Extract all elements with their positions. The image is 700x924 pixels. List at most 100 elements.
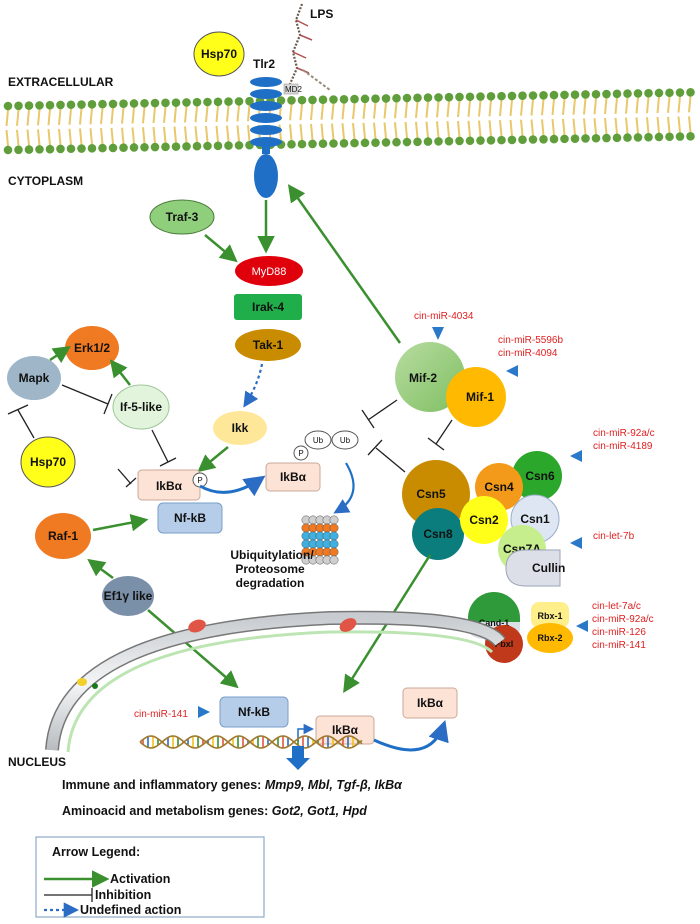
lipid-head (665, 132, 674, 142)
nuclear-pore-2 (339, 618, 357, 632)
mirna-nfkb-1: cin-miR-141 (134, 709, 188, 720)
lipid-head (623, 133, 632, 142)
traf3-node[interactable] (149, 199, 215, 235)
mapk-node[interactable] (7, 356, 61, 400)
lipid-head (161, 142, 170, 152)
lipid-tail (194, 106, 198, 143)
hsp70-inhibits-ikba (117, 468, 137, 488)
lipid-tail (541, 99, 545, 136)
lipid-tail (142, 107, 146, 144)
lipid-head (140, 142, 149, 152)
cullin-node[interactable] (505, 549, 561, 587)
lipid-head (318, 95, 328, 104)
lipid-head (245, 96, 254, 106)
hsp70-cytoplasm-label: Hsp70 (30, 455, 66, 469)
mif1-node[interactable] (446, 367, 506, 427)
lipid-tail (509, 99, 513, 137)
lipid-head (297, 139, 307, 149)
tak1-node[interactable] (235, 329, 301, 361)
raf1-to-nfkb-arrow (92, 514, 149, 532)
lipid-head (24, 101, 34, 110)
ikk-node[interactable] (213, 411, 267, 445)
lipid-head (675, 132, 685, 141)
tlr2-receptor[interactable] (250, 77, 282, 198)
lipid-tail (646, 97, 650, 134)
raf1-node[interactable] (35, 513, 91, 559)
legend-title: Arrow Legend: (52, 845, 140, 859)
lipid-head (392, 93, 401, 103)
lipid-tail (583, 98, 587, 135)
extracellular-label: EXTRACELLULAR (8, 75, 114, 89)
lipid-head (612, 133, 622, 143)
if5-node[interactable] (112, 384, 170, 430)
lipid-head (108, 99, 118, 109)
ef1y-node[interactable] (102, 576, 154, 616)
proteasome-subunit (329, 547, 339, 557)
lipid-head (560, 134, 569, 144)
ef1y-label: Ef1γ like (104, 589, 153, 603)
lipid-tail (457, 100, 461, 138)
ubiquitin-1-label: Ub (313, 436, 324, 445)
lipid-head (654, 132, 664, 142)
lipid-head (644, 132, 653, 142)
erk-node[interactable] (65, 326, 119, 370)
ikba-phospho-node[interactable] (265, 462, 321, 492)
lipid-head (66, 100, 76, 110)
lipid-tail (572, 98, 576, 135)
lipid-head (3, 101, 13, 111)
erk-label: Erk1/2 (74, 341, 110, 355)
ikk-label: Ikk (232, 421, 249, 435)
nfkb-nucleus-label: Nf-kB (238, 705, 270, 719)
lipid-head (528, 135, 538, 144)
immune-genes-label: Immune and inflammatory genes: (62, 778, 265, 792)
mif2-to-tlr2-arrow (287, 184, 402, 344)
lipid-tail (520, 99, 524, 136)
ikba-cytoplasm-label: IkBα (156, 479, 183, 493)
mirna-csn6-2: cin-miR-4189 (593, 441, 653, 452)
lipid-head (56, 144, 65, 154)
nfkb-nucleus-node[interactable] (219, 696, 289, 728)
lipid-tail (215, 105, 219, 142)
csn6-node[interactable] (512, 451, 562, 501)
ikba-exported-node[interactable] (402, 687, 458, 719)
mif-inhibits-csn (427, 419, 453, 451)
mirna-marker-nfkb (198, 706, 210, 718)
rbx1-node[interactable] (531, 602, 569, 628)
lipid-head (570, 134, 580, 143)
myd88-node[interactable] (235, 256, 303, 286)
lipid-head (77, 144, 86, 153)
csn5-node[interactable] (402, 460, 470, 528)
hsp70-inhibits-mapk (7, 404, 35, 439)
hsp70-extracellular-node[interactable] (193, 31, 245, 77)
proteasome-subunit (329, 539, 339, 549)
lipid-head (192, 97, 202, 107)
lipid-head (203, 97, 212, 107)
lipid-head (119, 99, 128, 108)
csn5-label: Csn5 (416, 487, 446, 501)
csn2-node[interactable] (460, 496, 508, 544)
hsp70-cytoplasm-node[interactable] (20, 436, 76, 488)
cand1-label: Cand-1 (479, 618, 510, 628)
mapk-inhibits-if5 (61, 384, 113, 415)
rbx2-node[interactable] (527, 623, 573, 653)
lipid-head (591, 133, 601, 143)
lipid-head (560, 90, 569, 100)
lipid-head (224, 97, 233, 106)
csn8-node[interactable] (412, 508, 464, 560)
nfkb-cytoplasm-node[interactable] (157, 502, 223, 534)
lipid-tail (404, 101, 408, 139)
lipid-head (381, 94, 391, 103)
lipid-head (581, 134, 590, 143)
mirna-rbx2-3: cin-miR-126 (592, 627, 646, 638)
lipid-tail (352, 102, 356, 140)
transcription-start-arrow (297, 723, 315, 742)
tak1-to-ikk-dotted-arrow (243, 363, 264, 408)
lipid-head (371, 94, 380, 103)
lipid-head (465, 136, 475, 146)
lipid-head (234, 97, 244, 106)
irak4-node[interactable] (234, 294, 302, 320)
lipid-tail (362, 102, 366, 139)
lipid-head (329, 95, 338, 104)
lipid-tail (604, 97, 608, 135)
